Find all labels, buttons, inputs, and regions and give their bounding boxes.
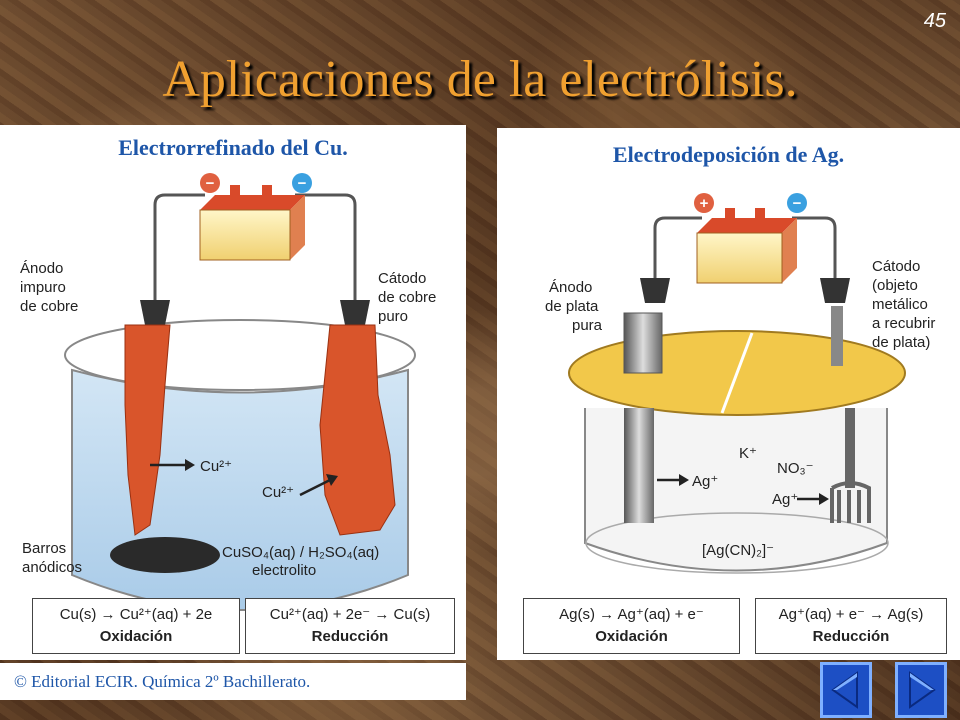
electrorefining-panel: − − Ánodo impuro de cobre Cátodo de cobr… <box>0 125 466 660</box>
reduction-label-2: Reducción <box>812 628 890 645</box>
svg-text:+: + <box>700 195 709 212</box>
oxidation-label-2: Oxidación <box>595 628 668 645</box>
page-number: 45 <box>923 10 946 32</box>
svg-text:Barros: Barros <box>22 540 66 557</box>
oxidation-equation: Cu(s) → Cu²⁺(aq) + 2e <box>59 606 213 623</box>
svg-text:K⁺: K⁺ <box>739 445 757 462</box>
svg-text:de plata): de plata) <box>872 334 930 351</box>
next-slide-button[interactable] <box>895 662 947 718</box>
oxidation-equation-box-2: Ag(s) → Ag⁺(aq) + e⁻ Oxidación <box>523 598 740 654</box>
oxidation-equation-box: Cu(s) → Cu²⁺(aq) + 2e Oxidación <box>32 598 240 654</box>
svg-text:[Ag(CN)₂]⁻: [Ag(CN)₂]⁻ <box>702 542 774 559</box>
electrorefining-diagram: − − Ánodo impuro de cobre Cátodo de cobr… <box>20 173 436 611</box>
svg-text:Ag⁺: Ag⁺ <box>692 473 718 490</box>
oxidation-equation-2: Ag(s) → Ag⁺(aq) + e⁻ <box>559 606 704 623</box>
right-wire <box>295 193 357 305</box>
svg-text:−: − <box>793 195 802 212</box>
battery-icon <box>199 185 305 261</box>
fork-icon <box>830 408 871 523</box>
cathode-clamp-icon-2 <box>820 278 850 303</box>
reduction-equation-2: Ag⁺(aq) + e⁻ → Ag(s) <box>778 606 924 623</box>
negative-terminal-icon-2 <box>292 173 312 193</box>
oxidation-label: Oxidación <box>99 628 173 645</box>
reduction-label: Reducción <box>311 628 389 645</box>
svg-text:NO₃⁻: NO₃⁻ <box>777 460 814 477</box>
svg-text:anódicos: anódicos <box>22 559 82 576</box>
electroplating-panel: + − Ánodo de plata pura Cátodo (objeto m… <box>497 128 960 660</box>
electroplating-title: Electrodeposición de Ag. <box>612 142 845 167</box>
svg-text:CuSO₄(aq) / H₂SO₄(aq): CuSO₄(aq) / H₂SO₄(aq) <box>222 544 379 561</box>
negative-terminal-icon <box>200 173 220 193</box>
ion-arrow-2 <box>299 478 331 497</box>
pure-copper-cathode <box>319 324 396 536</box>
svg-text:Cu²⁺: Cu²⁺ <box>262 484 294 501</box>
left-wire <box>153 193 205 305</box>
svg-text:pura: pura <box>572 317 603 334</box>
anode-sludge <box>110 537 220 573</box>
reduction-equation: Cu²⁺(aq) + 2e⁻ → Cu(s) <box>269 606 431 623</box>
svg-text:impuro: impuro <box>20 279 66 296</box>
svg-text:Cu²⁺: Cu²⁺ <box>200 458 232 475</box>
anode-clamp-icon <box>140 300 170 325</box>
svg-text:a recubrir: a recubrir <box>872 315 935 332</box>
beaker-body <box>584 408 888 572</box>
negative-terminal-icon-3 <box>787 193 807 213</box>
copyright-footer: © Editorial ECIR. Química 2º Bachillerat… <box>0 663 466 700</box>
triangle-left-icon <box>831 671 858 709</box>
svg-text:(objeto: (objeto <box>872 277 918 294</box>
impure-copper-anode <box>124 324 171 536</box>
previous-slide-button[interactable] <box>820 662 872 718</box>
svg-text:Cátodo: Cátodo <box>872 258 920 275</box>
svg-text:de cobre: de cobre <box>378 289 436 306</box>
positive-terminal-icon <box>694 193 714 213</box>
electrorefining-title: Electrorrefinado del Cu. <box>118 135 348 160</box>
svg-text:de cobre: de cobre <box>20 298 78 315</box>
svg-text:Ag⁺: Ag⁺ <box>772 491 798 508</box>
silver-anode <box>624 408 654 523</box>
fork-cathode-handle <box>831 306 843 366</box>
svg-text:de plata: de plata <box>545 298 599 315</box>
slide-title: Aplicaciones de la electrólisis. <box>162 51 798 108</box>
cathode-clamp-icon <box>340 300 370 325</box>
triangle-right-icon <box>909 671 936 709</box>
svg-text:metálico: metálico <box>872 296 928 313</box>
silver-anode-top <box>623 312 663 374</box>
reduction-equation-box-2: Ag⁺(aq) + e⁻ → Ag(s) Reducción <box>755 598 947 654</box>
svg-text:−: − <box>206 175 215 192</box>
svg-text:Ánodo: Ánodo <box>20 260 63 277</box>
svg-text:Ánodo: Ánodo <box>549 279 592 296</box>
svg-text:−: − <box>298 175 307 192</box>
anode-clamp-icon-2 <box>640 278 670 303</box>
electroplating-diagram: + − Ánodo de plata pura Cátodo (objeto m… <box>545 193 935 574</box>
reduction-equation-box: Cu²⁺(aq) + 2e⁻ → Cu(s) Reducción <box>245 598 455 654</box>
battery-icon-2 <box>696 208 797 284</box>
svg-text:puro: puro <box>378 308 408 325</box>
svg-text:electrolito: electrolito <box>252 562 316 579</box>
svg-text:Cátodo: Cátodo <box>378 270 426 287</box>
